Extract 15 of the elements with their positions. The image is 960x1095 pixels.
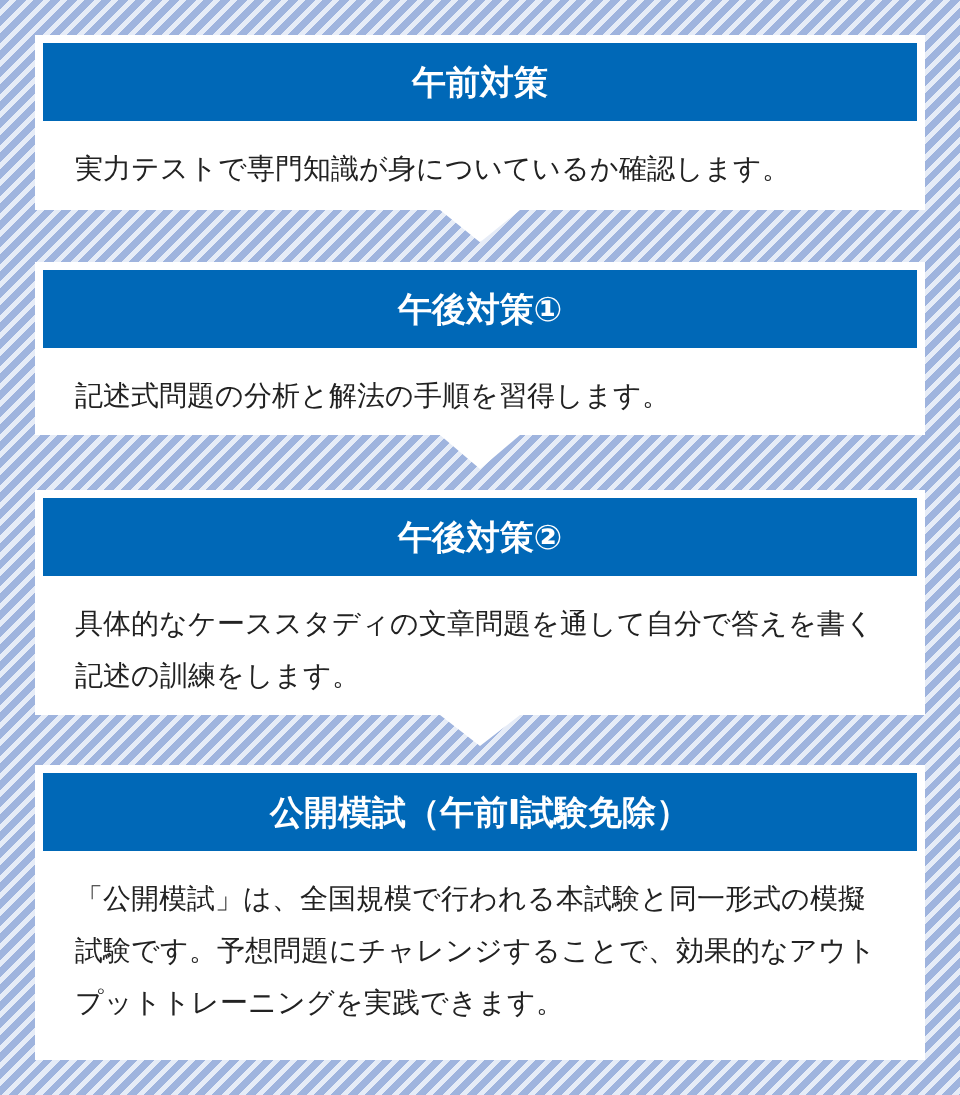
step-card <box>35 262 925 435</box>
step-heading: 午前対策 <box>43 43 917 121</box>
step-heading: 午後対策② <box>43 498 917 576</box>
step-card <box>35 765 925 1060</box>
step-description: 「公開模試」は、全国規模で行われる本試験と同一形式の模擬試験です。予想問題にチャレンジすることで、効果的なアウトプットトレーニングを実践できます。 <box>74 881 877 1021</box>
step-description: 具体的なケーススタディの文章問題を通して自分で答えを書く記述の訓練をします。 <box>74 606 875 694</box>
down-arrow <box>440 715 520 746</box>
step-card <box>35 35 925 210</box>
down-arrow <box>440 210 520 243</box>
step-heading: 公開模試（午前Ⅰ試験免除） <box>43 773 917 851</box>
step-card <box>35 490 925 715</box>
step-description: 記述式問題の分析と解法の手順を習得します。 <box>74 378 671 414</box>
down-arrow <box>440 435 520 470</box>
step-heading: 午後対策① <box>43 270 917 348</box>
step-description: 実力テストで専門知識が身についているか確認します。 <box>74 151 791 187</box>
